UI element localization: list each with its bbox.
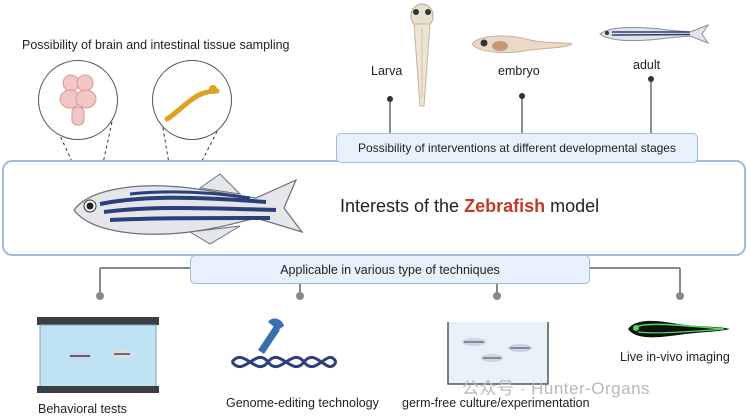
technique-label-genome: Genome-editing technology [226, 396, 379, 410]
brain-sample-circle [38, 60, 118, 140]
gut-sample-circle [152, 60, 232, 140]
main-title-prefix: Interests of the [340, 196, 465, 216]
stage-label-embryo: embryo [498, 64, 540, 78]
fluorescent-larva-illustration [628, 320, 730, 338]
adult-fish-small [599, 23, 710, 45]
technique-label-behavioral: Behavioral tests [38, 402, 127, 416]
techniques-header: Applicable in various type of techniques [280, 262, 500, 277]
intestine-icon [164, 85, 220, 122]
aquarium-illustration [37, 317, 159, 393]
interventions-label: Possibility of interventions at differen… [358, 141, 676, 155]
zebrafish-illustration [73, 173, 304, 245]
main-title: Interests of the Zebrafish model [340, 196, 599, 217]
technique-label-germfree: germ-free culture/experimentation [402, 396, 590, 410]
stage-label-adult: adult [633, 58, 661, 72]
embryo-illustration [471, 35, 574, 53]
watermark: 公众号 · Hunter-Organs [462, 379, 651, 398]
stage-label-larva: Larva [371, 64, 403, 78]
interventions-box: Possibility of interventions at differen… [336, 133, 698, 163]
techniques-box: Applicable in various type of techniques [190, 255, 590, 284]
main-title-suffix: model [545, 196, 600, 216]
technique-label-imaging: Live in-vivo imaging [620, 350, 730, 364]
dna-editing-illustration [230, 318, 338, 369]
brain-icon [59, 74, 97, 126]
germ-free-tank-illustration [447, 322, 549, 385]
larva-illustration [410, 3, 434, 107]
sampling-label: Possibility of brain and intestinal tiss… [22, 38, 290, 52]
main-title-highlight: Zebrafish [464, 196, 546, 216]
